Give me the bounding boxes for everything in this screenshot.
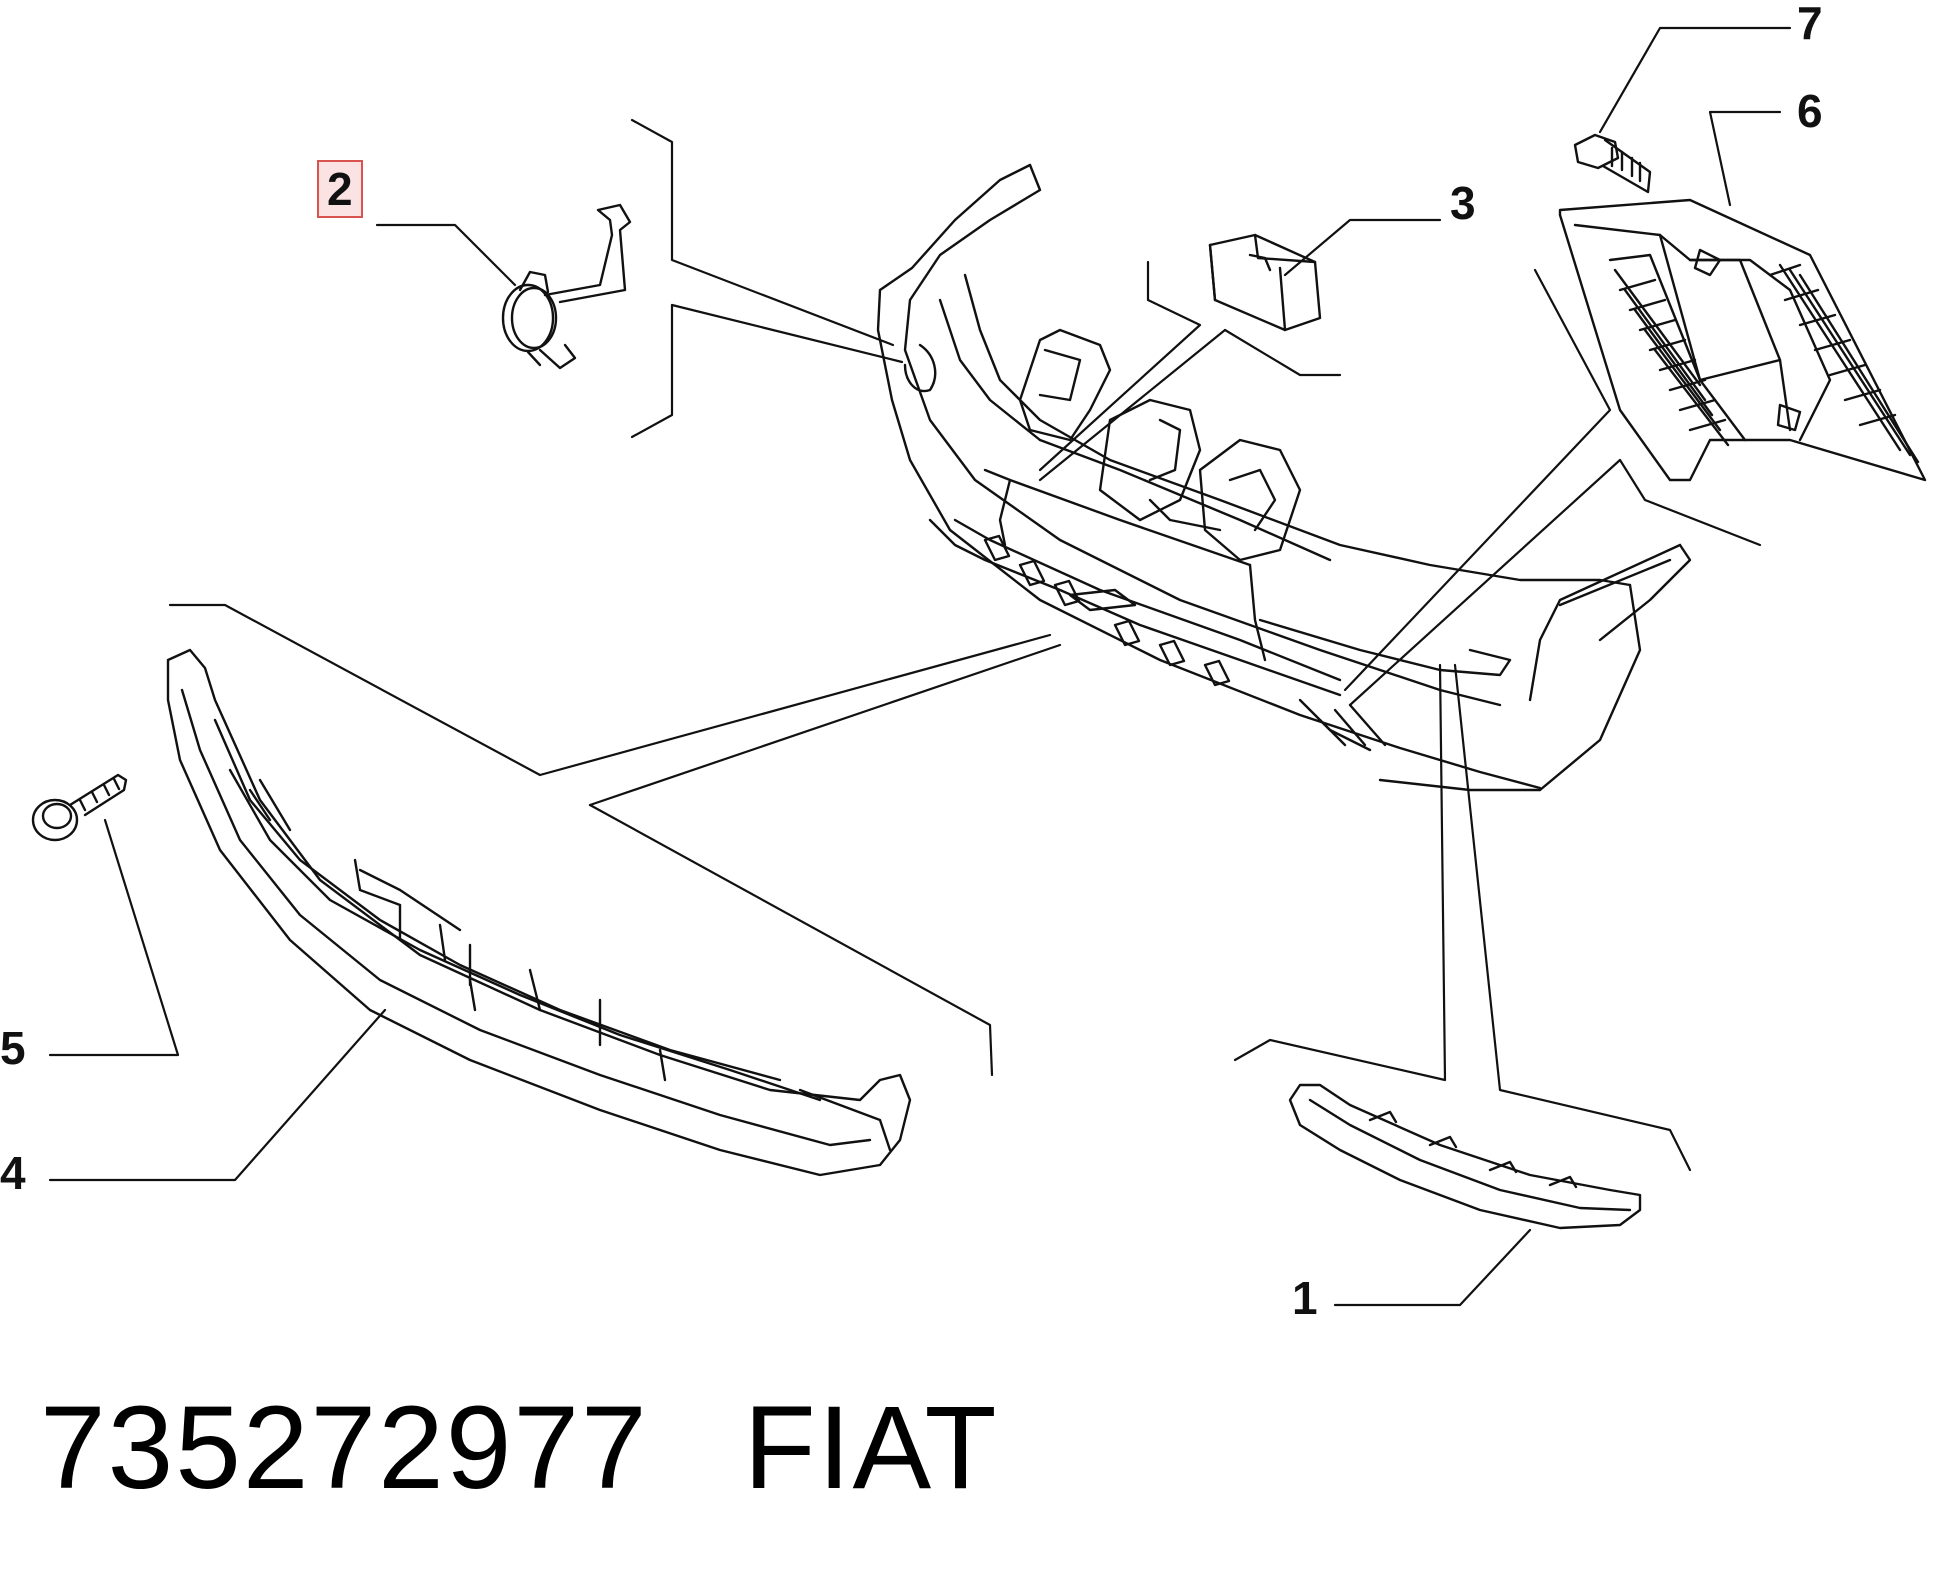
trim-strip-part-1 — [1288, 1083, 1642, 1230]
callout-label-2-highlighted[interactable]: 2 — [317, 160, 363, 218]
leader-lines — [48, 26, 1792, 1307]
clip-part-3 — [1208, 233, 1322, 332]
push-clip-part-5 — [31, 773, 128, 842]
part-number-footer: 735272977 FIAT — [40, 1380, 999, 1516]
callout-label-7: 7 — [1797, 0, 1823, 49]
callout-label-6: 6 — [1797, 85, 1823, 137]
front-bumper-shell — [876, 163, 1692, 792]
brand-name: FIAT — [743, 1382, 999, 1514]
callout-label-1: 1 — [1292, 1272, 1318, 1324]
part-number: 735272977 — [40, 1382, 649, 1514]
callout-label-5: 5 — [0, 1022, 26, 1074]
grille-insert-part-6 — [1558, 198, 1927, 482]
callout-label-4: 4 — [0, 1147, 26, 1199]
callout-label-3: 3 — [1450, 177, 1476, 229]
lower-grille-part-4 — [166, 648, 912, 1177]
tow-hook-cap-part-2 — [501, 203, 632, 370]
bolt-part-7 — [1573, 133, 1652, 194]
